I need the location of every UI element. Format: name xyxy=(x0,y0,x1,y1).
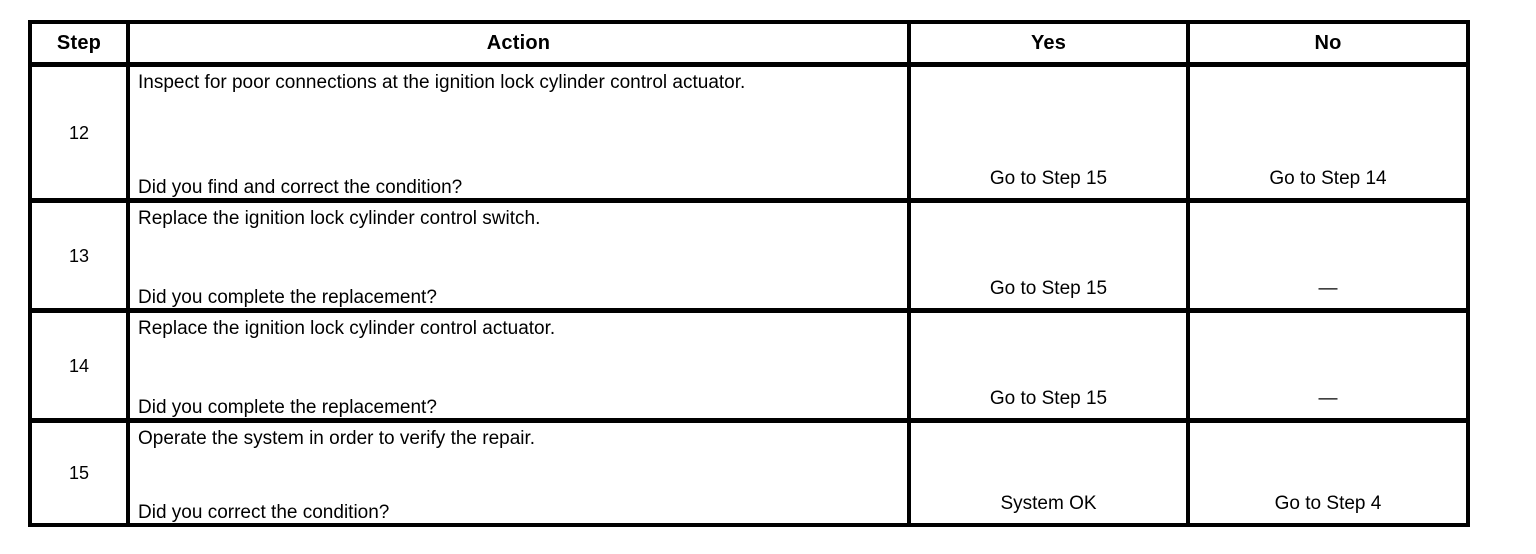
no-answer-content: Go to Step 14 xyxy=(1190,67,1466,198)
step-number-cell: 13 xyxy=(32,203,130,308)
column-header-step-label: Step xyxy=(56,32,102,54)
column-header-step: Step xyxy=(32,24,130,62)
yes-answer-cell: Go to Step 15 xyxy=(911,203,1190,308)
table-row: 13 Replace the ignition lock cylinder co… xyxy=(32,203,1466,313)
no-answer-text: Go to Step 14 xyxy=(1269,168,1387,190)
action-content: Replace the ignition lock cylinder contr… xyxy=(130,313,907,418)
action-cell: Replace the ignition lock cylinder contr… xyxy=(130,313,911,418)
column-header-yes-label: Yes xyxy=(1030,32,1067,54)
no-answer-text: — xyxy=(1318,388,1338,410)
yes-answer-cell: Go to Step 15 xyxy=(911,313,1190,418)
step-number: 13 xyxy=(68,245,90,266)
yes-answer-content: Go to Step 15 xyxy=(911,67,1186,198)
action-statement: Operate the system in order to verify th… xyxy=(138,428,536,449)
column-header-no-label: No xyxy=(1314,32,1342,54)
step-number-cell: 14 xyxy=(32,313,130,418)
no-answer-cell: Go to Step 4 xyxy=(1190,423,1466,523)
column-header-no: No xyxy=(1190,24,1466,62)
no-answer-content: — xyxy=(1190,313,1466,418)
table-header-row: Step Action Yes No xyxy=(32,24,1466,67)
step-number: 12 xyxy=(68,122,90,143)
table-row: 14 Replace the ignition lock cylinder co… xyxy=(32,313,1466,423)
column-header-action: Action xyxy=(130,24,911,62)
action-question: Did you find and correct the condition? xyxy=(138,177,463,198)
column-header-action-label: Action xyxy=(486,32,551,54)
action-cell: Replace the ignition lock cylinder contr… xyxy=(130,203,911,308)
table-row: 15 Operate the system in order to verify… xyxy=(32,423,1466,523)
step-number: 15 xyxy=(68,463,90,483)
yes-answer-content: System OK xyxy=(911,423,1186,523)
step-number: 14 xyxy=(68,355,90,376)
action-cell: Operate the system in order to verify th… xyxy=(130,423,911,523)
no-answer-cell: — xyxy=(1190,203,1466,308)
diagnostic-steps-table: Step Action Yes No 12 Ins xyxy=(28,20,1470,527)
action-statement: Inspect for poor connections at the igni… xyxy=(138,72,746,93)
action-statement: Replace the ignition lock cylinder contr… xyxy=(138,208,541,229)
yes-answer-text: System OK xyxy=(1000,493,1097,515)
no-answer-content: Go to Step 4 xyxy=(1190,423,1466,523)
no-answer-content: — xyxy=(1190,203,1466,308)
action-content: Replace the ignition lock cylinder contr… xyxy=(130,203,907,308)
no-answer-cell: — xyxy=(1190,313,1466,418)
action-question: Did you complete the replacement? xyxy=(138,287,437,308)
yes-answer-content: Go to Step 15 xyxy=(911,203,1186,308)
table-inner: Step Action Yes No 12 Ins xyxy=(32,24,1466,523)
action-statement: Replace the ignition lock cylinder contr… xyxy=(138,318,556,339)
table-row: 12 Inspect for poor connections at the i… xyxy=(32,67,1466,203)
action-question: Did you correct the condition? xyxy=(138,502,390,523)
no-answer-cell: Go to Step 14 xyxy=(1190,67,1466,198)
no-answer-text: Go to Step 4 xyxy=(1274,493,1382,515)
yes-answer-text: Go to Step 15 xyxy=(989,168,1108,190)
yes-answer-cell: System OK xyxy=(911,423,1190,523)
step-number-cell: 12 xyxy=(32,67,130,198)
action-question: Did you complete the replacement? xyxy=(138,397,437,418)
yes-answer-content: Go to Step 15 xyxy=(911,313,1186,418)
step-number-cell: 15 xyxy=(32,423,130,523)
yes-answer-cell: Go to Step 15 xyxy=(911,67,1190,198)
yes-answer-text: Go to Step 15 xyxy=(989,388,1108,410)
action-cell: Inspect for poor connections at the igni… xyxy=(130,67,911,198)
action-content: Operate the system in order to verify th… xyxy=(130,423,907,523)
no-answer-text: — xyxy=(1318,278,1338,300)
yes-answer-text: Go to Step 15 xyxy=(989,278,1108,300)
column-header-yes: Yes xyxy=(911,24,1190,62)
action-content: Inspect for poor connections at the igni… xyxy=(130,67,907,198)
